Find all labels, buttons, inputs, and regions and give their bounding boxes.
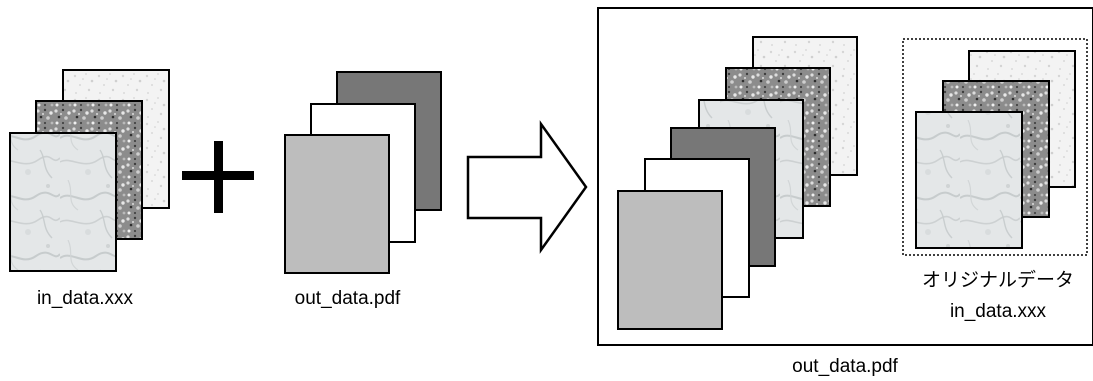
right-arrow-icon: [466, 120, 588, 254]
embedded-data-box: [902, 38, 1088, 256]
result-stack: [617, 36, 858, 330]
plus-icon: [182, 141, 254, 213]
sheet-light-gray: [284, 134, 390, 274]
embedded-stack: [915, 50, 1076, 249]
result-sheet-light-gray: [617, 190, 723, 330]
embedded-label-filename: in_data.xxx: [949, 301, 1047, 322]
result-label: out_data.pdf: [792, 356, 898, 377]
out-data-stack: [284, 71, 442, 274]
in-data-stack: [9, 69, 170, 272]
out-data-label: out_data.pdf: [294, 288, 401, 309]
in-data-label: in_data.xxx: [36, 288, 134, 309]
embedded-sheet-marble-texture: [915, 111, 1023, 249]
sheet-marble-texture: [9, 132, 117, 272]
embedded-label-japanese: オリジナルデータ: [921, 270, 1074, 291]
